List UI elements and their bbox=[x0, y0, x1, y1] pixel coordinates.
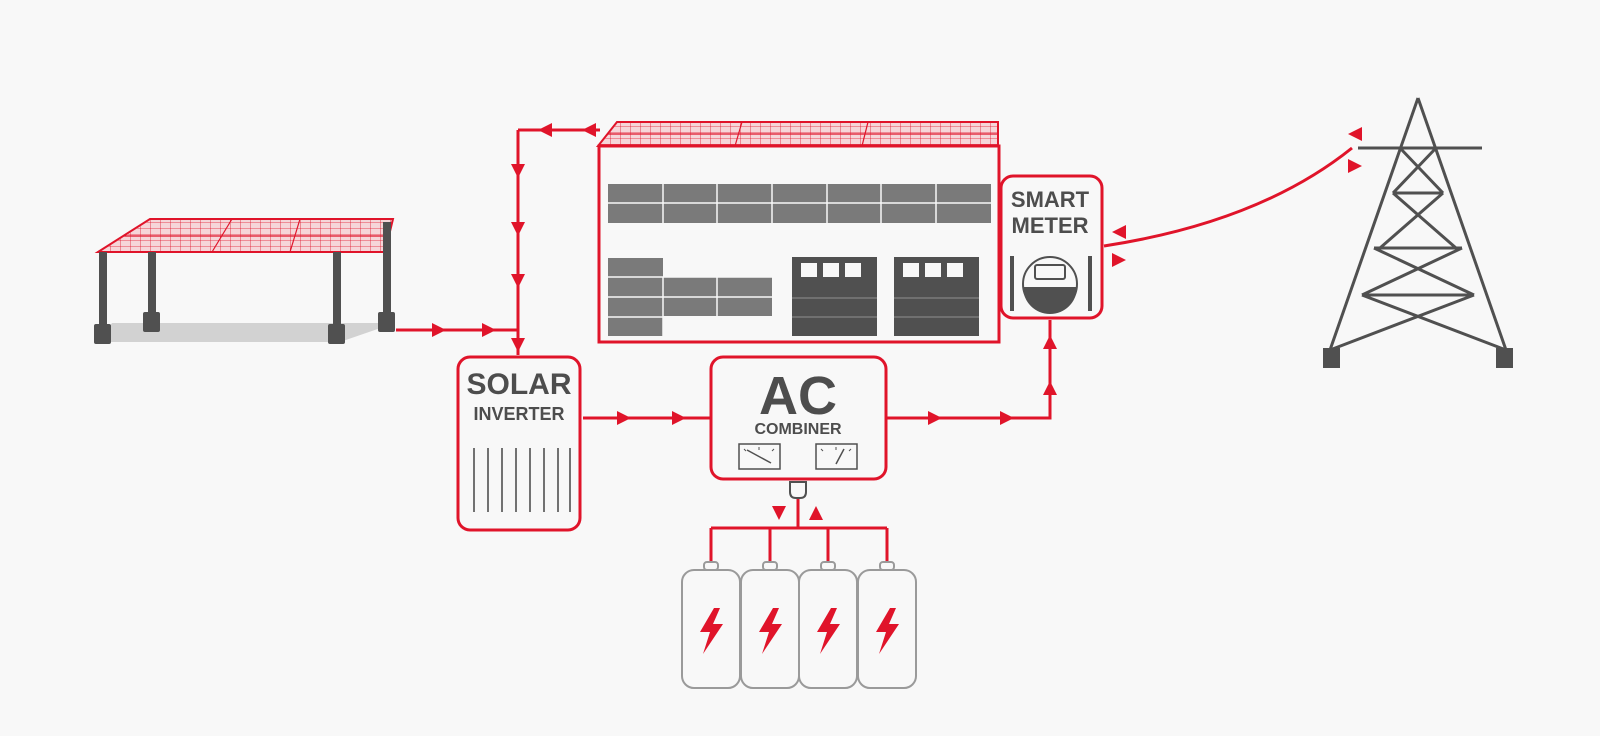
meter-dial-icon bbox=[1010, 256, 1092, 314]
ac-combiner-label-line1: AC bbox=[759, 366, 837, 426]
gauge-icon bbox=[815, 443, 858, 470]
flow-arrow-icon bbox=[1043, 381, 1057, 395]
solar-carport-icon bbox=[94, 218, 395, 344]
flow-arrow-icon bbox=[1112, 225, 1126, 239]
lightning-bolt-icon bbox=[817, 608, 840, 654]
battery-icon bbox=[857, 561, 917, 689]
flow-arrow-icon bbox=[672, 411, 686, 425]
battery-icon bbox=[740, 561, 800, 689]
flow-arrow-icon bbox=[538, 123, 552, 137]
flow-arrow-icon bbox=[809, 506, 823, 520]
flow-arrow-icon bbox=[1112, 253, 1126, 267]
flow-arrows bbox=[432, 123, 1362, 520]
flow-arrow-icon bbox=[1043, 335, 1057, 349]
lightning-bolt-icon bbox=[759, 608, 782, 654]
battery-icon bbox=[798, 561, 858, 689]
flow-arrow-icon bbox=[582, 123, 596, 137]
battery-bank bbox=[681, 561, 917, 689]
flow-arrow-icon bbox=[511, 274, 525, 288]
smart-meter-label-line1: SMART bbox=[1011, 187, 1090, 212]
flow-arrow-icon bbox=[617, 411, 631, 425]
transmission-tower-icon bbox=[1323, 97, 1513, 368]
flow-arrow-icon bbox=[928, 411, 942, 425]
flow-arrow-icon bbox=[772, 506, 786, 520]
flow-arrow-icon bbox=[511, 164, 525, 178]
solar-inverter: SOLAR INVERTER bbox=[456, 355, 582, 532]
solar-inverter-label-line1: SOLAR bbox=[467, 368, 572, 401]
solar-inverter-label-line2: INVERTER bbox=[473, 404, 564, 424]
inverter-vents bbox=[473, 448, 571, 512]
lightning-bolt-icon bbox=[700, 608, 723, 654]
flow-arrow-icon bbox=[482, 323, 496, 337]
flow-arrow-icon bbox=[1000, 411, 1014, 425]
ac-combiner: AC COMBINER bbox=[709, 355, 888, 499]
flow-arrow-icon bbox=[1348, 159, 1362, 173]
smart-meter: SMART METER bbox=[999, 174, 1104, 320]
combiner-connector bbox=[789, 481, 807, 499]
smart-meter-label-line2: METER bbox=[1012, 213, 1089, 238]
flow-arrow-icon bbox=[1348, 127, 1362, 141]
building-rooftop-solar-icon bbox=[595, 121, 1001, 344]
lightning-bolt-icon bbox=[876, 608, 899, 654]
flow-arrow-icon bbox=[511, 338, 525, 352]
gauge-icon bbox=[738, 443, 781, 470]
flow-arrow-icon bbox=[511, 222, 525, 236]
battery-icon bbox=[681, 561, 741, 689]
flow-arrow-icon bbox=[432, 323, 446, 337]
ac-combiner-label-line2: COMBINER bbox=[754, 421, 842, 438]
